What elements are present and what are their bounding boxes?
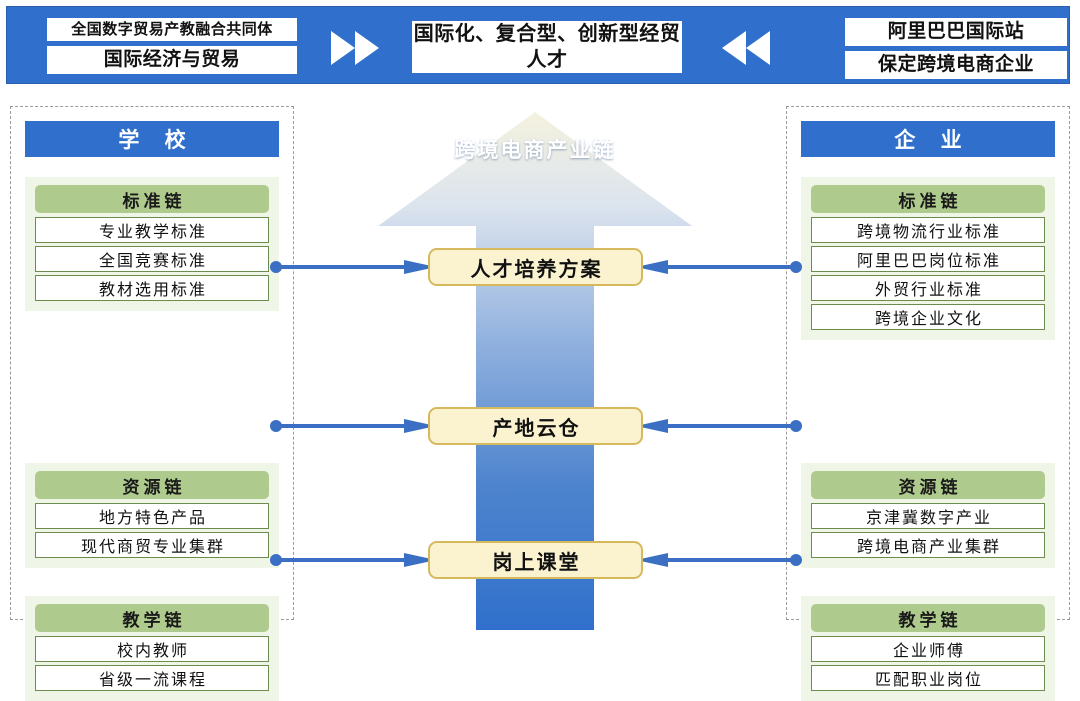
school-panel: 学 校 标准链 专业教学标准 全国竞赛标准 教材选用标准 资源链 地方特色产品 … (10, 106, 294, 701)
header-center-box: 国际化、复合型、创新型经贸人才 (412, 21, 682, 73)
enterprise-teaching-chain-group: 教学链 企业师傅 匹配职业岗位 (801, 596, 1055, 701)
header-right-group: 阿里巴巴国际站 保定跨境电商企业 (845, 18, 1067, 79)
connector-enterprise-standard-to-node (636, 260, 802, 274)
chain-head: 标准链 (811, 185, 1045, 213)
chain-item: 校内教师 (35, 636, 269, 662)
school-resource-chain-group: 资源链 地方特色产品 现代商贸专业集群 (25, 463, 279, 568)
node-origin-cloud-warehouse: 产地云仓 (428, 407, 643, 445)
double-chevron-left-icon (714, 29, 774, 67)
chain-item: 跨境物流行业标准 (811, 217, 1045, 243)
chain-item: 专业教学标准 (35, 217, 269, 243)
chain-item: 教材选用标准 (35, 275, 269, 301)
header-left-box-2: 国际经济与贸易 (47, 46, 297, 75)
chain-item: 阿里巴巴岗位标准 (811, 246, 1045, 272)
connector-school-standard-to-node (270, 260, 436, 274)
chain-head: 标准链 (35, 185, 269, 213)
chain-head: 资源链 (811, 471, 1045, 499)
chain-item: 跨境电商产业集群 (811, 532, 1045, 558)
chain-head: 教学链 (811, 604, 1045, 632)
connector-school-teaching-to-node (270, 553, 436, 567)
chain-item: 跨境企业文化 (811, 304, 1045, 330)
chain-head: 资源链 (35, 471, 269, 499)
enterprise-panel: 企 业 标准链 跨境物流行业标准 阿里巴巴岗位标准 外贸行业标准 跨境企业文化 … (786, 106, 1070, 701)
connector-enterprise-resource-to-node (636, 419, 802, 433)
chain-item: 地方特色产品 (35, 503, 269, 529)
header-left-box-1: 全国数字贸易产教融合共同体 (47, 18, 297, 42)
chain-item: 京津冀数字产业 (811, 503, 1045, 529)
header-right-box-1: 阿里巴巴国际站 (845, 18, 1067, 46)
school-panel-title: 学 校 (25, 121, 279, 157)
node-talent-training-plan: 人才培养方案 (428, 248, 643, 286)
school-teaching-chain-group: 教学链 校内教师 省级一流课程 (25, 596, 279, 701)
enterprise-standard-chain-group: 标准链 跨境物流行业标准 阿里巴巴岗位标准 外贸行业标准 跨境企业文化 (801, 177, 1055, 340)
chain-head: 教学链 (35, 604, 269, 632)
double-chevron-right-icon (327, 29, 387, 67)
chain-item: 企业师傅 (811, 636, 1045, 662)
chain-item: 省级一流课程 (35, 665, 269, 691)
node-on-post-classroom: 岗上课堂 (428, 541, 643, 579)
connector-school-resource-to-node (270, 419, 436, 433)
header-right-box-2: 保定跨境电商企业 (845, 50, 1067, 79)
school-standard-chain-group: 标准链 专业教学标准 全国竞赛标准 教材选用标准 (25, 177, 279, 311)
connector-enterprise-teaching-to-node (636, 553, 802, 567)
chain-item: 匹配职业岗位 (811, 665, 1045, 691)
enterprise-resource-chain-group: 资源链 京津冀数字产业 跨境电商产业集群 (801, 463, 1055, 568)
header-left-group: 全国数字贸易产教融合共同体 国际经济与贸易 (47, 18, 297, 75)
chain-item: 现代商贸专业集群 (35, 532, 269, 558)
chain-item: 全国竞赛标准 (35, 246, 269, 272)
header-bar: 全国数字贸易产教融合共同体 国际经济与贸易 国际化、复合型、创新型经贸人才 阿里… (6, 6, 1070, 84)
chain-item: 外贸行业标准 (811, 275, 1045, 301)
enterprise-panel-title: 企 业 (801, 121, 1055, 157)
